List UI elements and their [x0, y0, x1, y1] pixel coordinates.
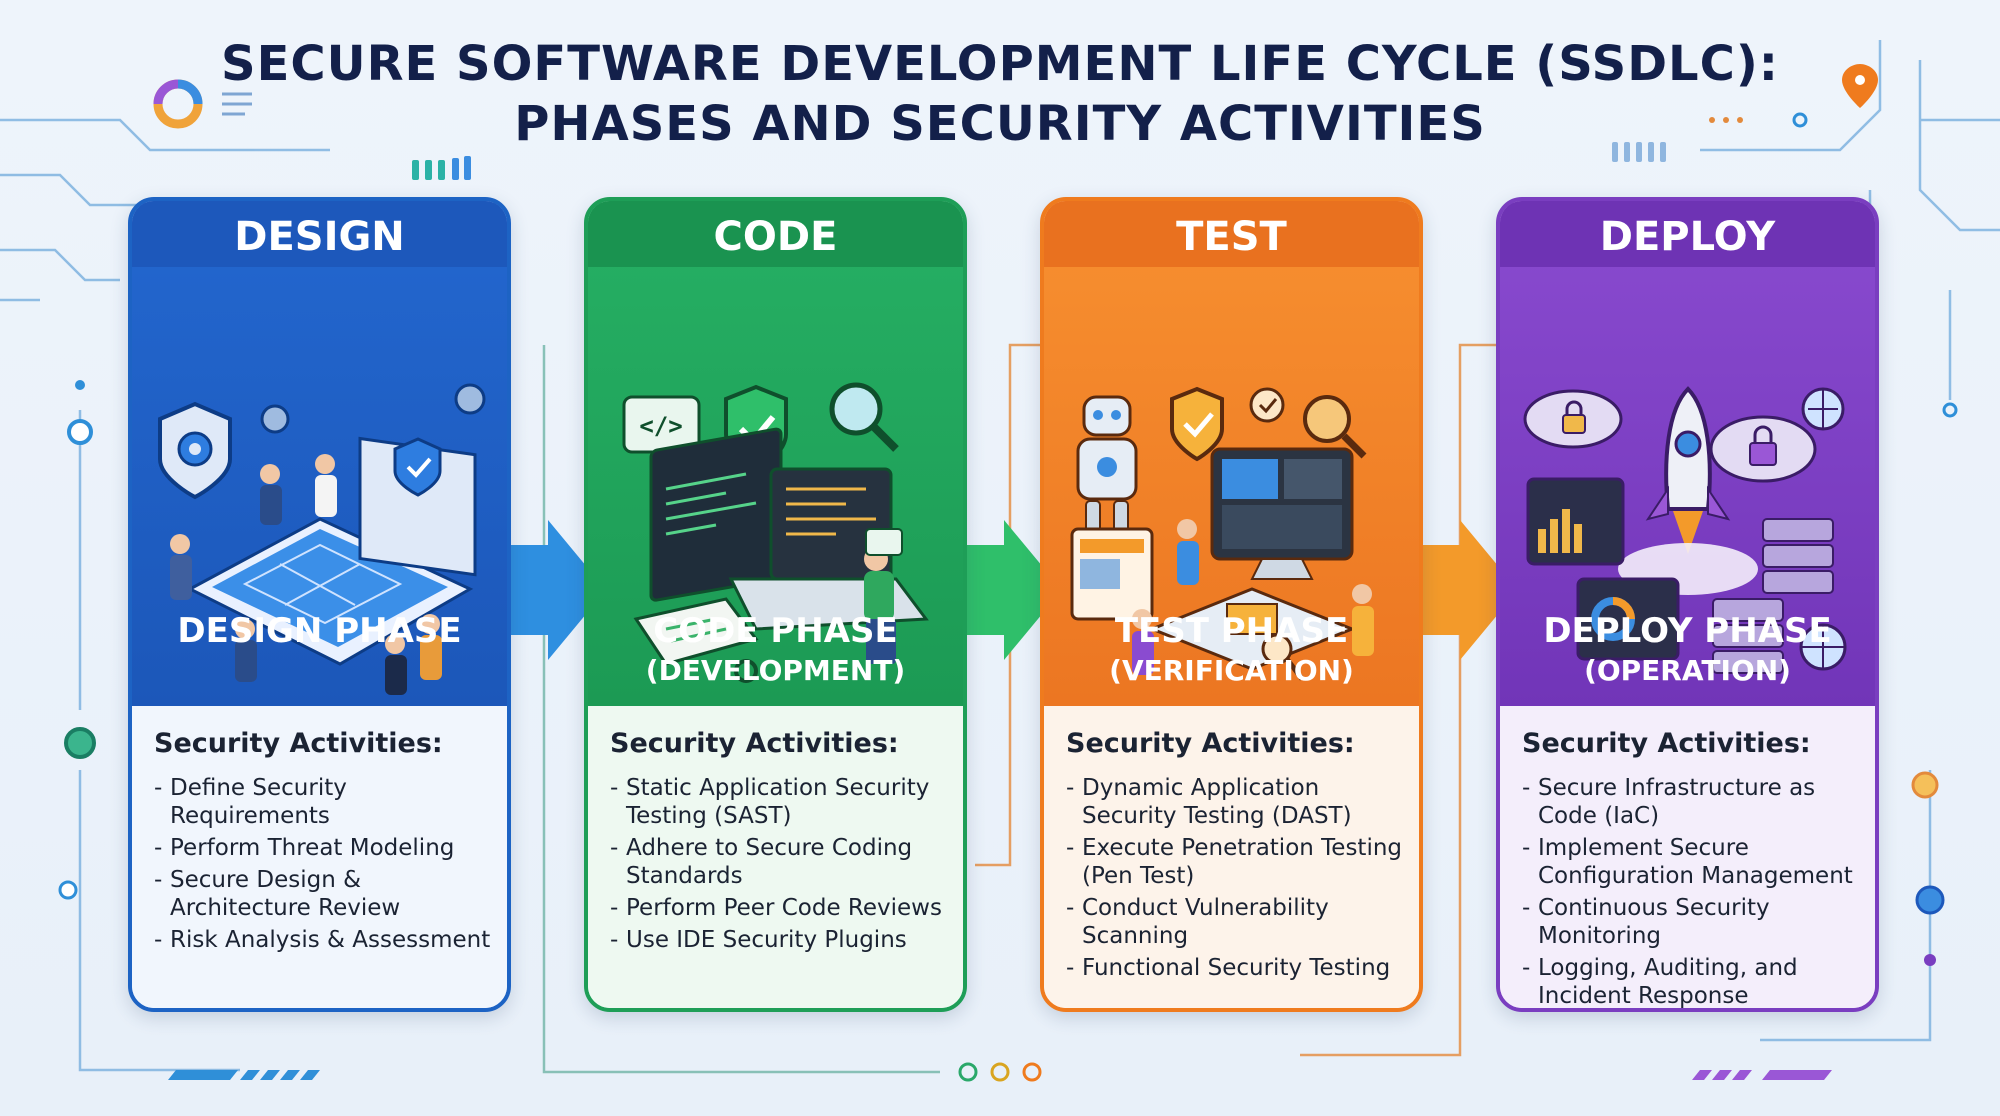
activities-heading: Security Activities: — [1522, 728, 1811, 759]
activity-item: Perform Peer Code Reviews — [610, 894, 951, 922]
phase-subtitle: (DEVELOPMENT) — [645, 654, 906, 687]
card-header: CODE — [588, 201, 963, 267]
activities-panel: Security Activities: Define Security Req… — [132, 706, 507, 1008]
arrow-test-to-deploy — [1421, 520, 1518, 660]
activities-list: Static Application Security Testing (SAS… — [610, 774, 951, 958]
card-header: DEPLOY — [1500, 201, 1875, 267]
activity-item: Conduct Vulnerability Scanning — [1066, 894, 1407, 950]
phase-subtitle: (OPERATION) — [1584, 654, 1791, 687]
card-top-panel: TEST — [1044, 201, 1419, 706]
dot-orange — [1022, 1062, 1042, 1082]
dot-yellow — [990, 1062, 1010, 1082]
activity-item: Logging, Auditing, and Incident Response — [1522, 954, 1863, 1008]
page-title: SECURE SOFTWARE DEVELOPMENT LIFE CYCLE (… — [221, 36, 1779, 92]
activity-item: Continuous Security Monitoring — [1522, 894, 1863, 950]
phase-title: DESIGN PHASE — [177, 611, 462, 651]
robot-testing-illustration — [1070, 386, 1374, 681]
activity-item: Secure Design & Architecture Review — [154, 866, 495, 922]
activity-item: Adhere to Secure Coding Standards — [610, 834, 951, 890]
activities-panel: Security Activities: Dynamic Application… — [1044, 706, 1419, 1008]
activities-list: Define Security Requirements Perform Thr… — [154, 774, 495, 958]
activities-panel: Security Activities: Static Application … — [588, 706, 963, 1008]
phase-title: DEPLOY PHASE — [1543, 611, 1832, 651]
blueprint-team-illustration — [158, 383, 486, 695]
laptop-code-illustration: </> — [622, 382, 929, 683]
arrow-design-to-code — [509, 520, 606, 660]
card-top-panel: CODE </> — [588, 201, 963, 706]
card-header: DESIGN — [132, 201, 507, 267]
activity-item: Static Application Security Testing (SAS… — [610, 774, 951, 830]
activity-item: Define Security Requirements — [154, 774, 495, 830]
map-pin-icon — [1842, 64, 1878, 108]
ring-chart-icon — [153, 79, 203, 129]
activities-list: Dynamic Application Security Testing (DA… — [1066, 774, 1407, 986]
svg-text:</>: </> — [639, 412, 682, 440]
card-header: TEST — [1044, 201, 1419, 267]
activity-item: Secure Infrastructure as Code (IaC) — [1522, 774, 1863, 830]
activity-item: Use IDE Security Plugins — [610, 926, 951, 954]
activities-heading: Security Activities: — [1066, 728, 1355, 759]
phase-subtitle: (VERIFICATION) — [1109, 654, 1354, 687]
phase-title: CODE PHASE — [653, 611, 898, 651]
deploy-phase-card: DEPLOY — [1496, 197, 1879, 1012]
card-top-panel: DESIGN — [132, 201, 507, 706]
arrow-code-to-test — [965, 520, 1062, 660]
design-phase-card: DESIGN — [128, 197, 511, 1012]
activity-item: Risk Analysis & Assessment — [154, 926, 495, 954]
card-top-panel: DEPLOY — [1500, 201, 1875, 706]
test-phase-card: TEST — [1040, 197, 1423, 1012]
activity-item: Dynamic Application Security Testing (DA… — [1066, 774, 1407, 830]
activities-heading: Security Activities: — [154, 728, 443, 759]
activities-heading: Security Activities: — [610, 728, 899, 759]
activity-item: Implement Secure Configuration Managemen… — [1522, 834, 1863, 890]
rocket-cloud-illustration — [1523, 386, 1847, 674]
dot-green — [958, 1062, 978, 1082]
activities-panel: Security Activities: Secure Infrastructu… — [1500, 706, 1875, 1008]
activity-item: Perform Threat Modeling — [154, 834, 495, 862]
page-subtitle: PHASES AND SECURITY ACTIVITIES — [514, 96, 1486, 152]
activities-list: Secure Infrastructure as Code (IaC) Impl… — [1522, 774, 1863, 1008]
activity-item: Functional Security Testing — [1066, 954, 1407, 982]
activity-item: Execute Penetration Testing (Pen Test) — [1066, 834, 1407, 890]
phase-title: TEST PHASE — [1114, 611, 1349, 651]
code-phase-card: CODE </> — [584, 197, 967, 1012]
